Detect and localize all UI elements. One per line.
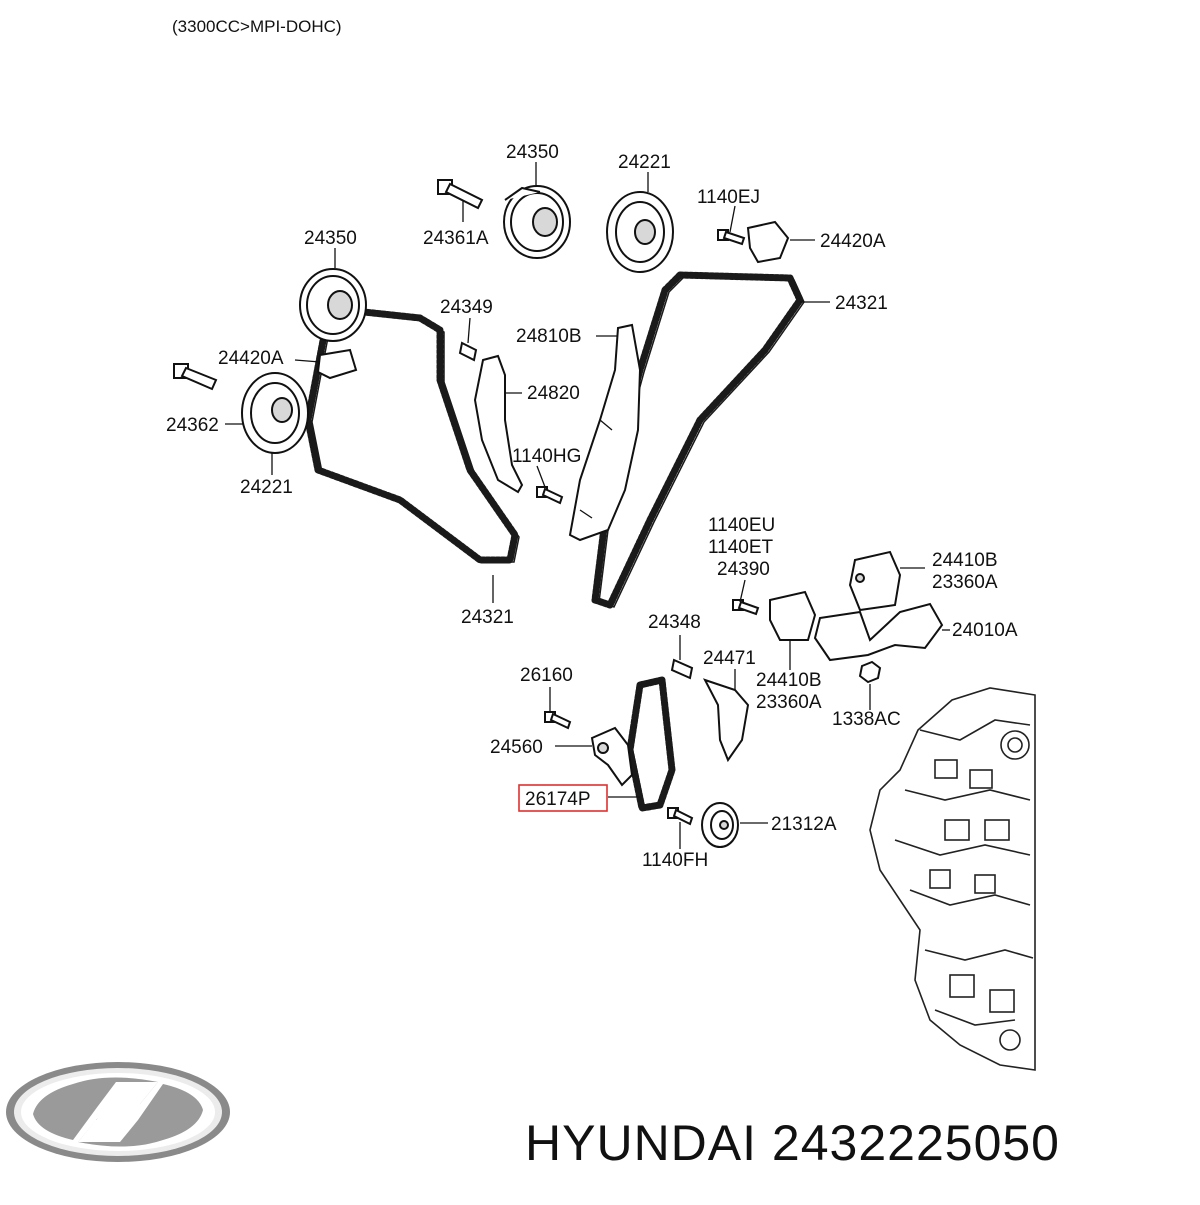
label-1140hg: 1140HG	[512, 446, 581, 467]
label-26160: 26160	[520, 665, 573, 686]
tensioner-24410b-mid	[769, 590, 817, 641]
bolt-1140ej	[717, 229, 746, 246]
hyundai-logo	[6, 1062, 230, 1162]
oil-pump-chain	[626, 676, 676, 812]
label-24390: 24390	[717, 559, 770, 580]
cam-sprocket-left	[241, 372, 309, 454]
pin-24349	[458, 341, 478, 362]
chain-guide-24810b	[568, 323, 642, 542]
label-26174p: 26174P	[525, 789, 591, 810]
cam-phaser-left	[299, 268, 367, 342]
tensioner-24420a-top	[746, 220, 790, 264]
highlight-box-26174p	[518, 784, 608, 812]
cam-phaser-top	[503, 185, 571, 259]
nut-1338ac	[858, 660, 882, 684]
cam-sprocket-top	[606, 191, 674, 273]
label-24348: 24348	[648, 612, 701, 633]
label-24471: 24471	[703, 648, 756, 669]
label-24350-left: 24350	[304, 228, 357, 249]
bolt-24390	[732, 599, 760, 616]
label-1140eu: 1140EU	[708, 515, 775, 536]
label-24410b-mid: 24410B	[756, 670, 822, 691]
label-1140ej: 1140EJ	[697, 187, 760, 208]
label-24810b: 24810B	[516, 326, 582, 347]
label-1140fh: 1140FH	[642, 850, 708, 871]
engine-block	[869, 687, 1036, 1071]
bolt-26160	[544, 711, 572, 730]
brand-title: HYUNDAI 2432225050	[525, 1115, 1060, 1171]
timing-chain-right	[591, 271, 805, 609]
tensioner-arm-24820	[473, 354, 524, 494]
label-24321-top: 24321	[835, 293, 888, 314]
label-1140et: 1140ET	[708, 537, 774, 558]
diagram-subtitle: (3300CC>MPI-DOHC)	[172, 17, 342, 36]
oil-pump-sprocket	[701, 802, 739, 848]
label-24221-top: 24221	[618, 152, 671, 173]
part-labels: 24350 24221 1140EJ 24361A 24420A 24350 2…	[166, 142, 1018, 871]
tensioner-24410b-top	[848, 550, 902, 612]
bolt-1140fh	[667, 807, 694, 826]
label-1338ac: 1338AC	[832, 709, 901, 730]
label-24221-left: 24221	[240, 477, 293, 498]
bolt-24361a	[437, 179, 484, 210]
bolt-24362	[173, 363, 218, 391]
tensioner-24420a-left	[316, 348, 358, 380]
tensioner-24560	[590, 726, 634, 787]
label-24010a: 24010A	[952, 620, 1018, 641]
label-24420a-left: 24420A	[218, 348, 284, 369]
label-21312a: 21312A	[771, 814, 837, 835]
label-24361a: 24361A	[423, 228, 489, 249]
label-24321-bottom: 24321	[461, 607, 514, 628]
guide-24471	[702, 678, 750, 763]
label-24410b-top: 24410B	[932, 550, 998, 571]
label-24420a-top: 24420A	[820, 231, 886, 252]
pin-24348	[670, 658, 694, 680]
label-24362: 24362	[166, 415, 219, 436]
label-24350-top: 24350	[506, 142, 559, 163]
label-24560: 24560	[490, 737, 543, 758]
label-23360a-mid: 23360A	[756, 692, 822, 713]
label-23360a-top: 23360A	[932, 572, 998, 593]
label-24820: 24820	[527, 383, 580, 404]
bolt-1140hg	[536, 486, 564, 505]
label-24349: 24349	[440, 297, 493, 318]
gasket-24010a	[813, 602, 944, 662]
leader-lines	[225, 162, 950, 849]
